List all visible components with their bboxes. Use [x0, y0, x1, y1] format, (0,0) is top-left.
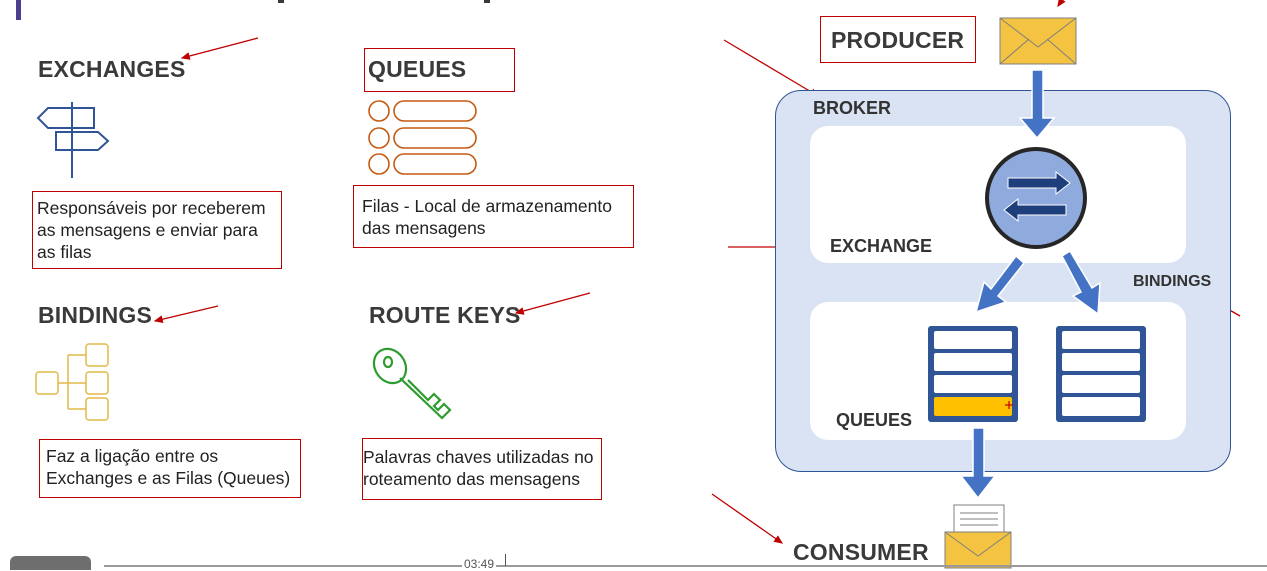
- queues-title: QUEUES: [364, 48, 515, 92]
- exchanges-description: Responsáveis por receberem as mensagens …: [32, 191, 282, 269]
- time-label: 03:49: [462, 557, 497, 571]
- bindings-title: BINDINGS: [38, 302, 153, 328]
- slide-accent-bar: [16, 0, 21, 20]
- cursor-marker: [1005, 401, 1013, 409]
- player-button[interactable]: [10, 556, 91, 570]
- signpost-icon: [36, 102, 110, 178]
- arrow-producer-to-exchange: [1018, 69, 1056, 140]
- queue-2-icon: [1056, 326, 1146, 422]
- exchange-icon: [985, 147, 1087, 249]
- key-icon: [372, 347, 452, 420]
- queues-label: QUEUES: [836, 410, 913, 430]
- exchange-label: EXCHANGE: [830, 236, 933, 256]
- queue-list-icon: [368, 100, 477, 175]
- bindings-label: BINDINGS: [1133, 273, 1212, 290]
- consumer-envelope-icon: [944, 504, 1012, 569]
- title-underline-fragment: [278, 0, 284, 3]
- progress-track[interactable]: [104, 565, 1267, 567]
- arrow-exchange-to-queue-2: [1061, 249, 1101, 316]
- progress-marker[interactable]: [505, 554, 506, 566]
- consumer-label: CONSUMER: [793, 539, 929, 565]
- bindings-description: Faz a ligação entre os Exchanges e as Fi…: [39, 439, 301, 498]
- producer-envelope-icon: [999, 17, 1077, 65]
- route-keys-description: Palavras chaves utilizadas no roteamento…: [362, 438, 602, 500]
- arrow-queue-to-consumer: [959, 427, 997, 500]
- queue-1-icon: [928, 326, 1018, 422]
- queues-description: Filas - Local de armazenamento das mensa…: [353, 185, 634, 248]
- title-underline-fragment: [484, 0, 490, 3]
- arrow-exchange-to-queue-1: [974, 254, 1026, 314]
- exchanges-title: EXCHANGES: [38, 56, 186, 82]
- broker-label: BROKER: [813, 98, 892, 118]
- route-keys-title: ROUTE KEYS: [369, 302, 521, 328]
- hierarchy-icon: [35, 343, 109, 421]
- producer-label: PRODUCER: [820, 16, 976, 63]
